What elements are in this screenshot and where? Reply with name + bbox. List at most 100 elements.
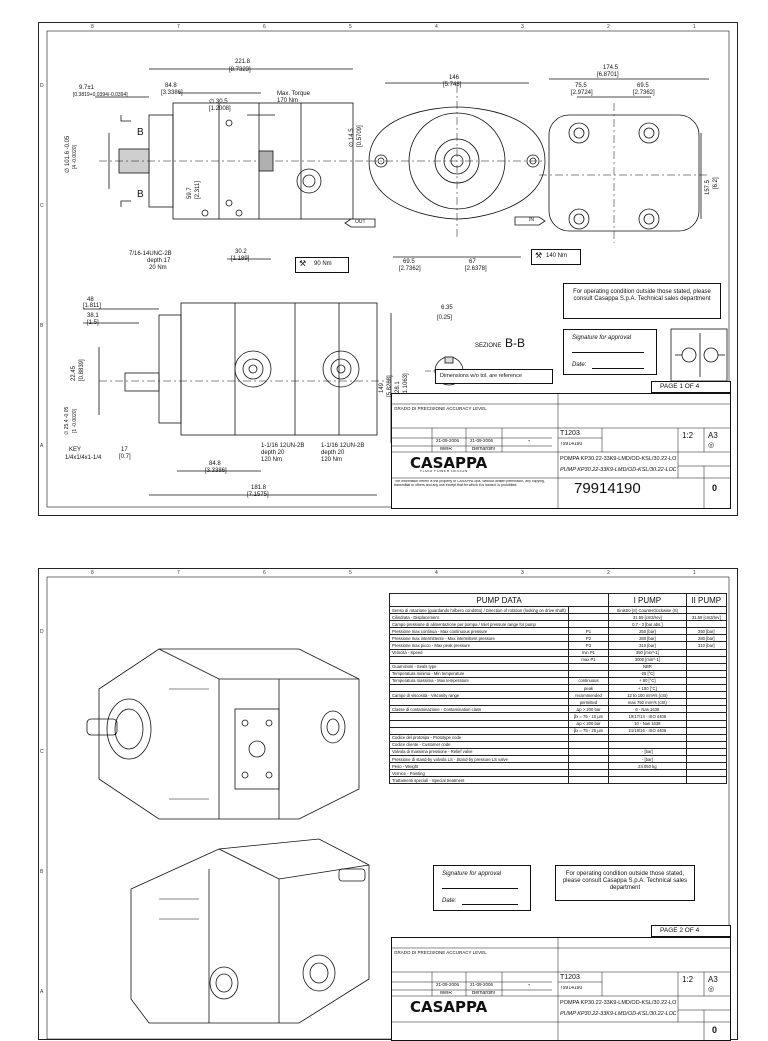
casappa-logo: CASAPPA	[410, 998, 488, 1016]
torque-90-label: 90 Nm	[314, 261, 332, 267]
row-value-2	[685, 662, 728, 671]
drawing-sheet-1: 8 7 6 5 4 3 2 1 D C B A 221.8 [8.7323] 9…	[38, 22, 738, 516]
row-label: Velocità - Speed	[389, 648, 569, 657]
signature-box-2: Signature for approval Date:	[433, 865, 531, 911]
date-2: 21-09-2006	[470, 439, 494, 443]
table-row: Temperatura minima - Min temperature-25 …	[389, 669, 728, 678]
dim-rear-75-in: [2.9724]	[571, 90, 593, 96]
table-row: Pressione max intermittente - Max interm…	[389, 634, 728, 643]
row-value-1: Sinistro (S) Counterclockwise (S)	[608, 605, 687, 615]
sheet2-drawing	[46, 576, 730, 1039]
row-value-2: 250 [bar]	[685, 627, 728, 636]
row-symbol	[567, 740, 610, 749]
row-value-1	[608, 733, 687, 742]
row-symbol: βx = 75 - 10 μm	[567, 712, 610, 721]
torque-90-box: 90 Nm ⚒	[295, 257, 349, 273]
thread-unc-depth: depth 17	[147, 258, 171, 264]
signature-title: Signature for approval	[442, 871, 502, 877]
row-value-2	[685, 655, 728, 664]
dim-30: ∅ 30.5	[209, 99, 228, 105]
zone-label: 5	[349, 24, 352, 30]
wrench-icon: ⚒	[299, 259, 307, 268]
scale-value: 1:2	[682, 432, 694, 440]
zone-label: 1	[693, 570, 696, 576]
row-symbol: Δp < 200 bar	[567, 719, 610, 728]
row-label: Vernice - Painting	[389, 769, 569, 778]
row-symbol	[567, 613, 610, 622]
code-small: 79914190	[560, 986, 583, 991]
dim-front-69-in: [2.7362]	[399, 266, 421, 272]
operating-note-text: For operating condition outside those st…	[562, 871, 688, 892]
accuracy-label: GRADO DI PRECISIONE ACCURACY LEVEL	[394, 407, 487, 411]
row-label: Valvola di massima pressione - Relief va…	[389, 747, 569, 756]
torque-label: Max. Torque	[277, 91, 310, 97]
row-label: Campo pressione di alimentazione per pom…	[389, 620, 569, 629]
row-value-1: 12 to 100 mm²/s (cSt)	[608, 691, 687, 700]
dim-30-in: [1.2008]	[209, 106, 231, 112]
dim-front-67-in: [2.6378]	[465, 266, 487, 272]
operating-note-box-2: For operating condition outside those st…	[555, 865, 695, 901]
zone-label: D	[40, 629, 44, 635]
zone-label: 7	[177, 570, 180, 576]
table-row: Campo pressione di alimentazione per pom…	[389, 620, 728, 629]
row-symbol	[567, 754, 610, 764]
row-label: Codice cliente - Customer code	[389, 740, 569, 749]
drawn-by: MeIR	[440, 447, 452, 452]
zone-label: 3	[521, 24, 524, 30]
thread-unc-torque: 20 Nm	[149, 265, 167, 271]
casappa-logo: CASAPPA	[410, 454, 488, 472]
row-value-2	[685, 698, 728, 707]
dim-shaft-length-in: [0.3819+0.0394/-0.0394]	[73, 92, 128, 98]
projection-icon: ◎	[708, 986, 715, 993]
table-row: Codice cliente - Customer code	[389, 740, 728, 749]
zone-label: 4	[435, 570, 438, 576]
row-label: Peso - Weight	[389, 762, 569, 771]
row-value-1	[608, 769, 687, 778]
row-symbol: recommended	[567, 691, 610, 700]
row-symbol	[567, 776, 610, 785]
ownership-note: The information herein is the property o…	[394, 480, 545, 487]
row-value-1: - [bar]	[608, 754, 687, 764]
dim-59: 59.7	[187, 187, 193, 199]
row-symbol: P1	[567, 627, 610, 636]
row-value-2: 280 [bar]	[685, 634, 728, 643]
row-symbol: Δp > 200 bar	[567, 705, 610, 714]
table-row: Classe di contaminazione - Contamination…	[389, 705, 728, 714]
row-value-1: + 100 [°C]	[608, 684, 687, 693]
row-symbol: P3	[567, 641, 610, 650]
dim-17: 17	[121, 447, 128, 453]
dim-48-in: [1.811]	[83, 303, 101, 309]
row-value-1: 24.050 kg	[608, 762, 687, 771]
row-label: Trattamenti speciali - Special treatment	[389, 776, 569, 785]
dim-84b-in: [3.3386]	[205, 468, 227, 474]
row-value-2	[685, 684, 728, 693]
revision: 0	[712, 484, 718, 493]
dim-25-in: [1 -0.0020]	[72, 409, 78, 433]
row-label: Pressione max continua - Max continuous …	[389, 627, 569, 636]
dim-22: 22.45	[71, 365, 77, 381]
row-symbol	[567, 669, 610, 678]
out-port-label: OUT	[355, 219, 366, 225]
row-value-1: 350 [min^-1]	[608, 648, 687, 657]
dim-28-in: [1.1063]	[403, 373, 409, 395]
row-value-2	[685, 769, 728, 778]
checked-by: Bernardini	[472, 991, 495, 996]
row-value-2	[685, 705, 728, 714]
title-block-1: GRADO DI PRECISIONE ACCURACY LEVEL 21-09…	[391, 393, 731, 509]
dim-front-67: 67	[469, 259, 476, 265]
row-value-2	[685, 776, 728, 785]
signature-date: Date:	[442, 898, 457, 904]
row-label	[389, 712, 569, 721]
row-value-2: 31.59 [cm3/rev]	[685, 613, 728, 622]
row-symbol	[567, 605, 610, 615]
row-value-2	[685, 726, 728, 735]
dim-635-in: [0.25]	[437, 315, 453, 321]
dim-rear-width-in: [6.8701]	[597, 72, 619, 78]
